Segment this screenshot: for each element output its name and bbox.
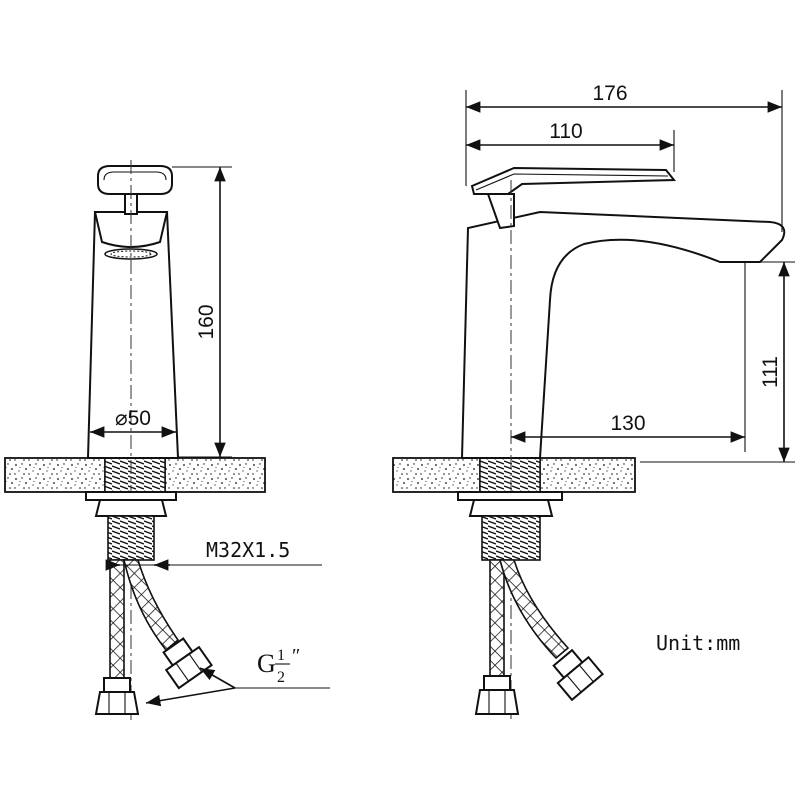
- dim-g-inch-mark: ″: [292, 645, 300, 667]
- side-hose-nut-right: [552, 648, 605, 702]
- dimension-total-length: 176: [465, 82, 783, 232]
- front-hose-left: [109, 559, 125, 691]
- countertop-side: [392, 457, 636, 493]
- dim-g-label: G: [257, 649, 276, 678]
- side-handle-stem: [486, 193, 515, 230]
- dimension-spout-height: 111: [640, 261, 795, 463]
- dim-110-label: 110: [549, 120, 582, 143]
- side-hose-nut-left: [474, 689, 520, 715]
- dim-diameter-label: ⌀50: [115, 407, 151, 430]
- front-hose-right: [122, 559, 180, 652]
- dimension-thread: M32X1.5: [105, 538, 322, 571]
- unit-label: Unit:mm: [656, 631, 740, 655]
- side-handle-lever: [470, 166, 677, 195]
- dimension-height-front: 160: [172, 166, 232, 458]
- dim-111-label: 111: [759, 356, 782, 388]
- side-view: 176 110 130 111: [392, 82, 795, 720]
- dim-g-numerator: 1: [277, 647, 285, 664]
- front-view: 160 ⌀50 M32X1.5 G 1 2 ″: [4, 160, 330, 720]
- front-hose-nut-left: [94, 691, 140, 715]
- front-mount-nut: [94, 499, 168, 517]
- front-hose-nut-right: [162, 637, 213, 690]
- side-threaded-shank: [481, 515, 541, 561]
- dim-thread-label: M32X1.5: [206, 538, 290, 562]
- dim-g-denominator: 2: [277, 669, 285, 686]
- front-threaded-shank: [107, 515, 155, 561]
- side-hose-fitting-left: [483, 675, 511, 691]
- countertop-front: [4, 457, 266, 493]
- side-mount-nut: [468, 499, 554, 517]
- front-base-washer: [85, 491, 177, 501]
- side-hose-right: [498, 559, 570, 660]
- dim-160-label: 160: [195, 304, 218, 339]
- dimension-pipe-thread: G 1 2 ″: [145, 645, 330, 707]
- front-hose-fitting-left: [103, 677, 131, 693]
- side-faucet-body: [460, 210, 786, 459]
- dimension-handle-length: 110: [466, 120, 675, 172]
- side-base-washer: [457, 491, 563, 501]
- side-hose-left: [489, 559, 505, 687]
- dimension-base-diameter: ⌀50: [90, 407, 176, 438]
- dim-176-label: 176: [592, 82, 627, 105]
- front-handle-lever: [97, 165, 173, 195]
- dimension-spout-reach: 130: [511, 262, 746, 452]
- dim-130-label: 130: [610, 412, 645, 435]
